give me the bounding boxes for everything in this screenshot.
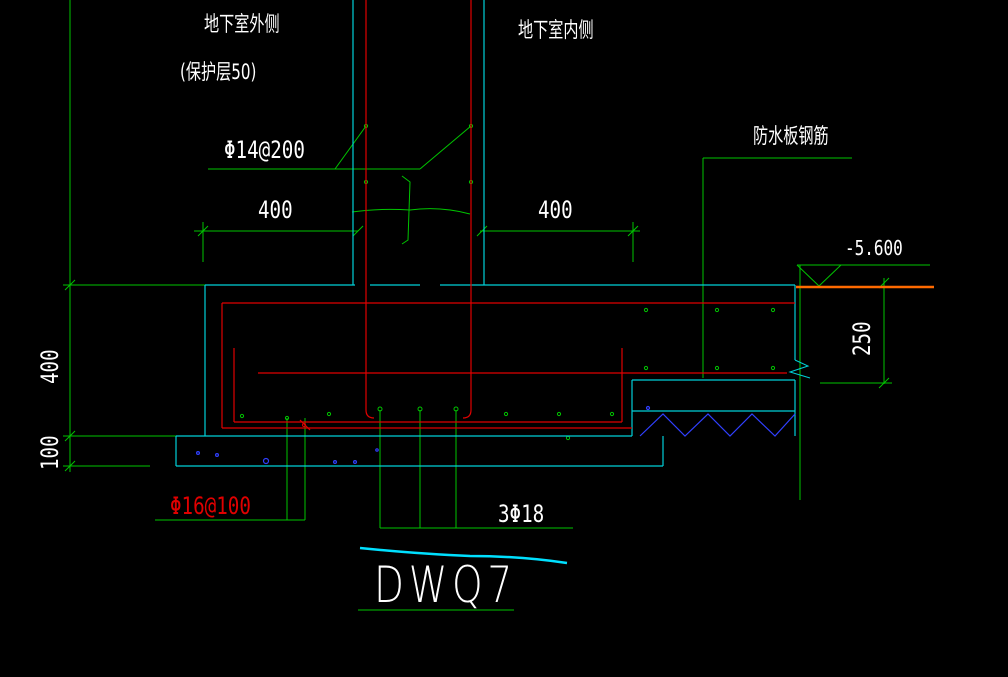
rebar-lines: [221, 0, 795, 431]
title-accent-line: [359, 546, 568, 565]
label-cover: (保护层50): [180, 60, 257, 84]
waterproof-layer: [196, 405, 796, 465]
drawing-title: DWQ7: [374, 556, 517, 614]
label-wall-rebar: Φ14@200: [224, 136, 305, 164]
label-waterproof-rebar: 防水板钢筋: [753, 124, 829, 148]
label-main-rebar: 3Φ18: [498, 500, 545, 528]
label-dim-right: 400: [538, 196, 573, 224]
label-dim-250: 250: [848, 321, 876, 356]
label-dim-100-vertical: 100: [36, 435, 64, 470]
label-outer-side: 地下室外侧: [204, 12, 280, 36]
label-bottom-rebar: Φ16@100: [170, 492, 251, 520]
label-inner-side: 地下室内侧: [518, 18, 594, 42]
label-elevation: -5.600: [845, 236, 903, 260]
concrete-outline: [175, 0, 796, 467]
label-dim-left: 400: [258, 196, 293, 224]
dimension-lines: [63, 0, 930, 611]
label-dim-400-vertical: 400: [36, 349, 64, 384]
